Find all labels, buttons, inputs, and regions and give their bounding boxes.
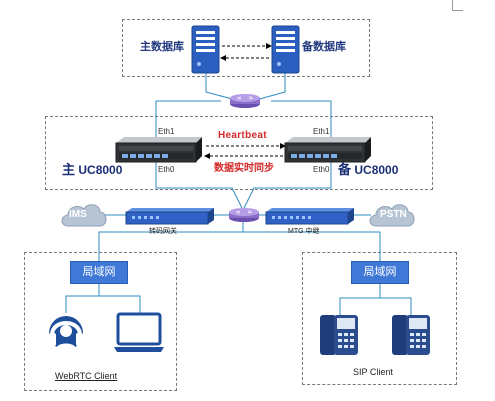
backup-prefix: 备 [338,162,352,177]
backup-eth0-label: Eth0 [313,165,330,174]
primary-eth1-label: Eth1 [158,127,175,136]
sip-client-caption: SIP Client [353,367,393,377]
primary-eth0-label: Eth0 [158,165,175,174]
database-zone [122,19,370,77]
sync-label: 数据实时同步 [214,163,274,174]
server-zone [45,116,433,190]
backup-eth1-label: Eth1 [313,127,330,136]
heartbeat-label: Heartbeat [218,130,267,141]
right-lan-box: 局域网 [351,261,409,284]
primary-server-label: 主 UC8000 [62,163,122,176]
ims-label: IMS [69,209,87,220]
primary-prefix: 主 [62,162,76,177]
backup-server-label: 备 UC8000 [338,163,398,176]
primary-model: UC8000 [78,163,123,177]
webrtc-client-caption: WebRTC Client [55,371,118,381]
left-lan-zone [24,252,177,391]
mtg-trunk-caption: MTG 中继 [288,228,320,235]
backup-model: UC8000 [354,163,399,177]
page-corner-mark [452,0,463,11]
primary-db-label: 主数据库 [140,41,184,53]
backup-db-label: 备数据库 [302,41,346,53]
transcoding-gateway-caption: 转码网关 [149,228,177,235]
left-lan-box: 局域网 [70,261,128,284]
pstn-label: PSTN [380,209,407,220]
